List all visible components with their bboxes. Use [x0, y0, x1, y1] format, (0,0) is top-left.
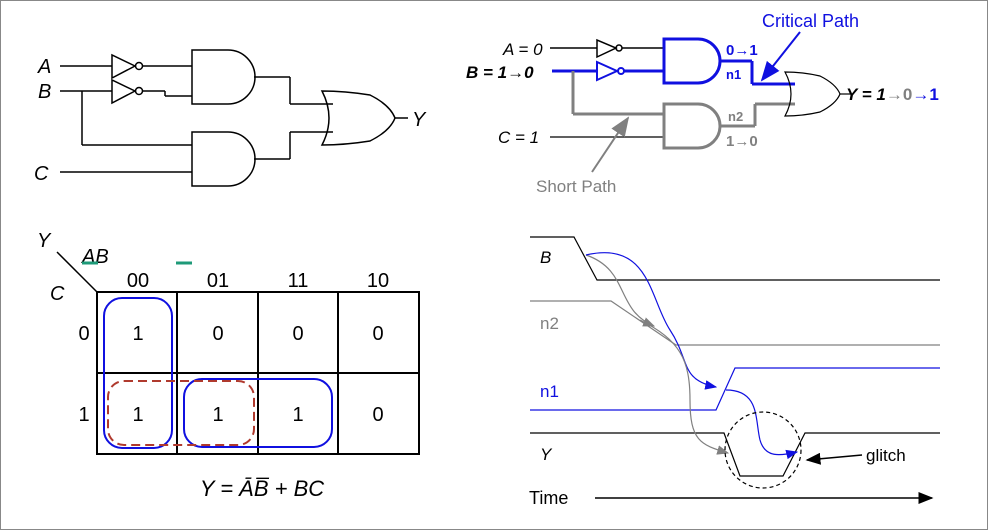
output-prefix: Y = 1	[846, 85, 886, 104]
timing-label-y: Y	[540, 445, 553, 464]
kmap-equation: Y = ĀB̅ + BC	[200, 476, 324, 501]
right-input-b-label: B = 1→0	[466, 63, 534, 82]
n1-label: n1	[726, 67, 741, 82]
kmap-row-header: 1	[78, 404, 89, 426]
kmap-cell: 0	[372, 323, 383, 345]
kmap-cell: 1	[212, 404, 223, 426]
right-input-a-label: A = 0	[502, 40, 543, 59]
kmap-group-consensus	[107, 380, 255, 446]
kmap: Y AB C 00 01 11 10 0 1 1 0 0 0 1 1 1 0 Y…	[37, 230, 420, 501]
kmap-corner-c: C	[50, 283, 65, 305]
kmap-cell: 1	[132, 404, 143, 426]
inverter-b-icon	[596, 60, 620, 82]
timing-label-b: B	[540, 248, 551, 267]
waveform-n1	[530, 367, 940, 411]
n2-label: n2	[728, 109, 743, 124]
glitch-circle	[724, 411, 802, 489]
output-end: →1	[912, 85, 938, 104]
left-input-c-label: C	[34, 163, 49, 185]
n2-transition-label: 1→0	[726, 133, 758, 150]
right-circuit	[550, 31, 850, 173]
kmap-col-header: 01	[207, 270, 229, 292]
right-input-c-label: C = 1	[498, 128, 539, 147]
kmap-corner-y: Y	[37, 230, 52, 252]
and-gate-n1-icon	[662, 37, 722, 85]
short-path-label: Short Path	[536, 177, 616, 196]
waveform-y	[530, 432, 940, 477]
left-output-y-label: Y	[412, 109, 427, 131]
output-label: Y = 1→0→1	[846, 85, 939, 104]
inverter-b-icon	[111, 78, 137, 105]
glitch-label: glitch	[866, 446, 906, 465]
timing-diagram	[530, 236, 940, 504]
kmap-col-header: 10	[367, 270, 389, 292]
inverter-a-icon	[111, 53, 137, 80]
timing-label-n1: n1	[540, 382, 559, 401]
inverter-a-icon	[596, 38, 618, 59]
output-mid: →0	[886, 85, 912, 104]
kmap-cell: 1	[132, 323, 143, 345]
and-gate-n2-icon	[662, 102, 722, 150]
kmap-cell: 0	[372, 404, 383, 426]
waveform-b	[530, 236, 940, 281]
or-gate-icon	[320, 90, 396, 146]
kmap-corner-ab: AB	[81, 246, 109, 268]
kmap-col-header: 00	[127, 270, 149, 292]
time-label: Time	[529, 488, 568, 508]
or-gate-icon	[783, 71, 841, 117]
timing-label-n2: n2	[540, 314, 559, 333]
kmap-group-bc	[183, 378, 333, 448]
kmap-cell: 1	[292, 404, 303, 426]
and-gate-2-icon	[191, 131, 256, 187]
n1-transition-label: 0→1	[726, 42, 758, 59]
left-circuit	[60, 49, 408, 187]
kmap-col-header: 11	[288, 270, 309, 292]
left-input-a-label: A	[37, 56, 51, 78]
critical-path-label: Critical Path	[762, 11, 859, 31]
and-gate-1-icon	[191, 49, 256, 105]
kmap-group-ab-bar	[103, 297, 173, 449]
kmap-row-header: 0	[78, 323, 89, 345]
kmap-cell: 0	[212, 323, 223, 345]
left-input-b-label: B	[38, 81, 51, 103]
waveform-n2	[530, 300, 940, 346]
kmap-cell: 0	[292, 323, 303, 345]
